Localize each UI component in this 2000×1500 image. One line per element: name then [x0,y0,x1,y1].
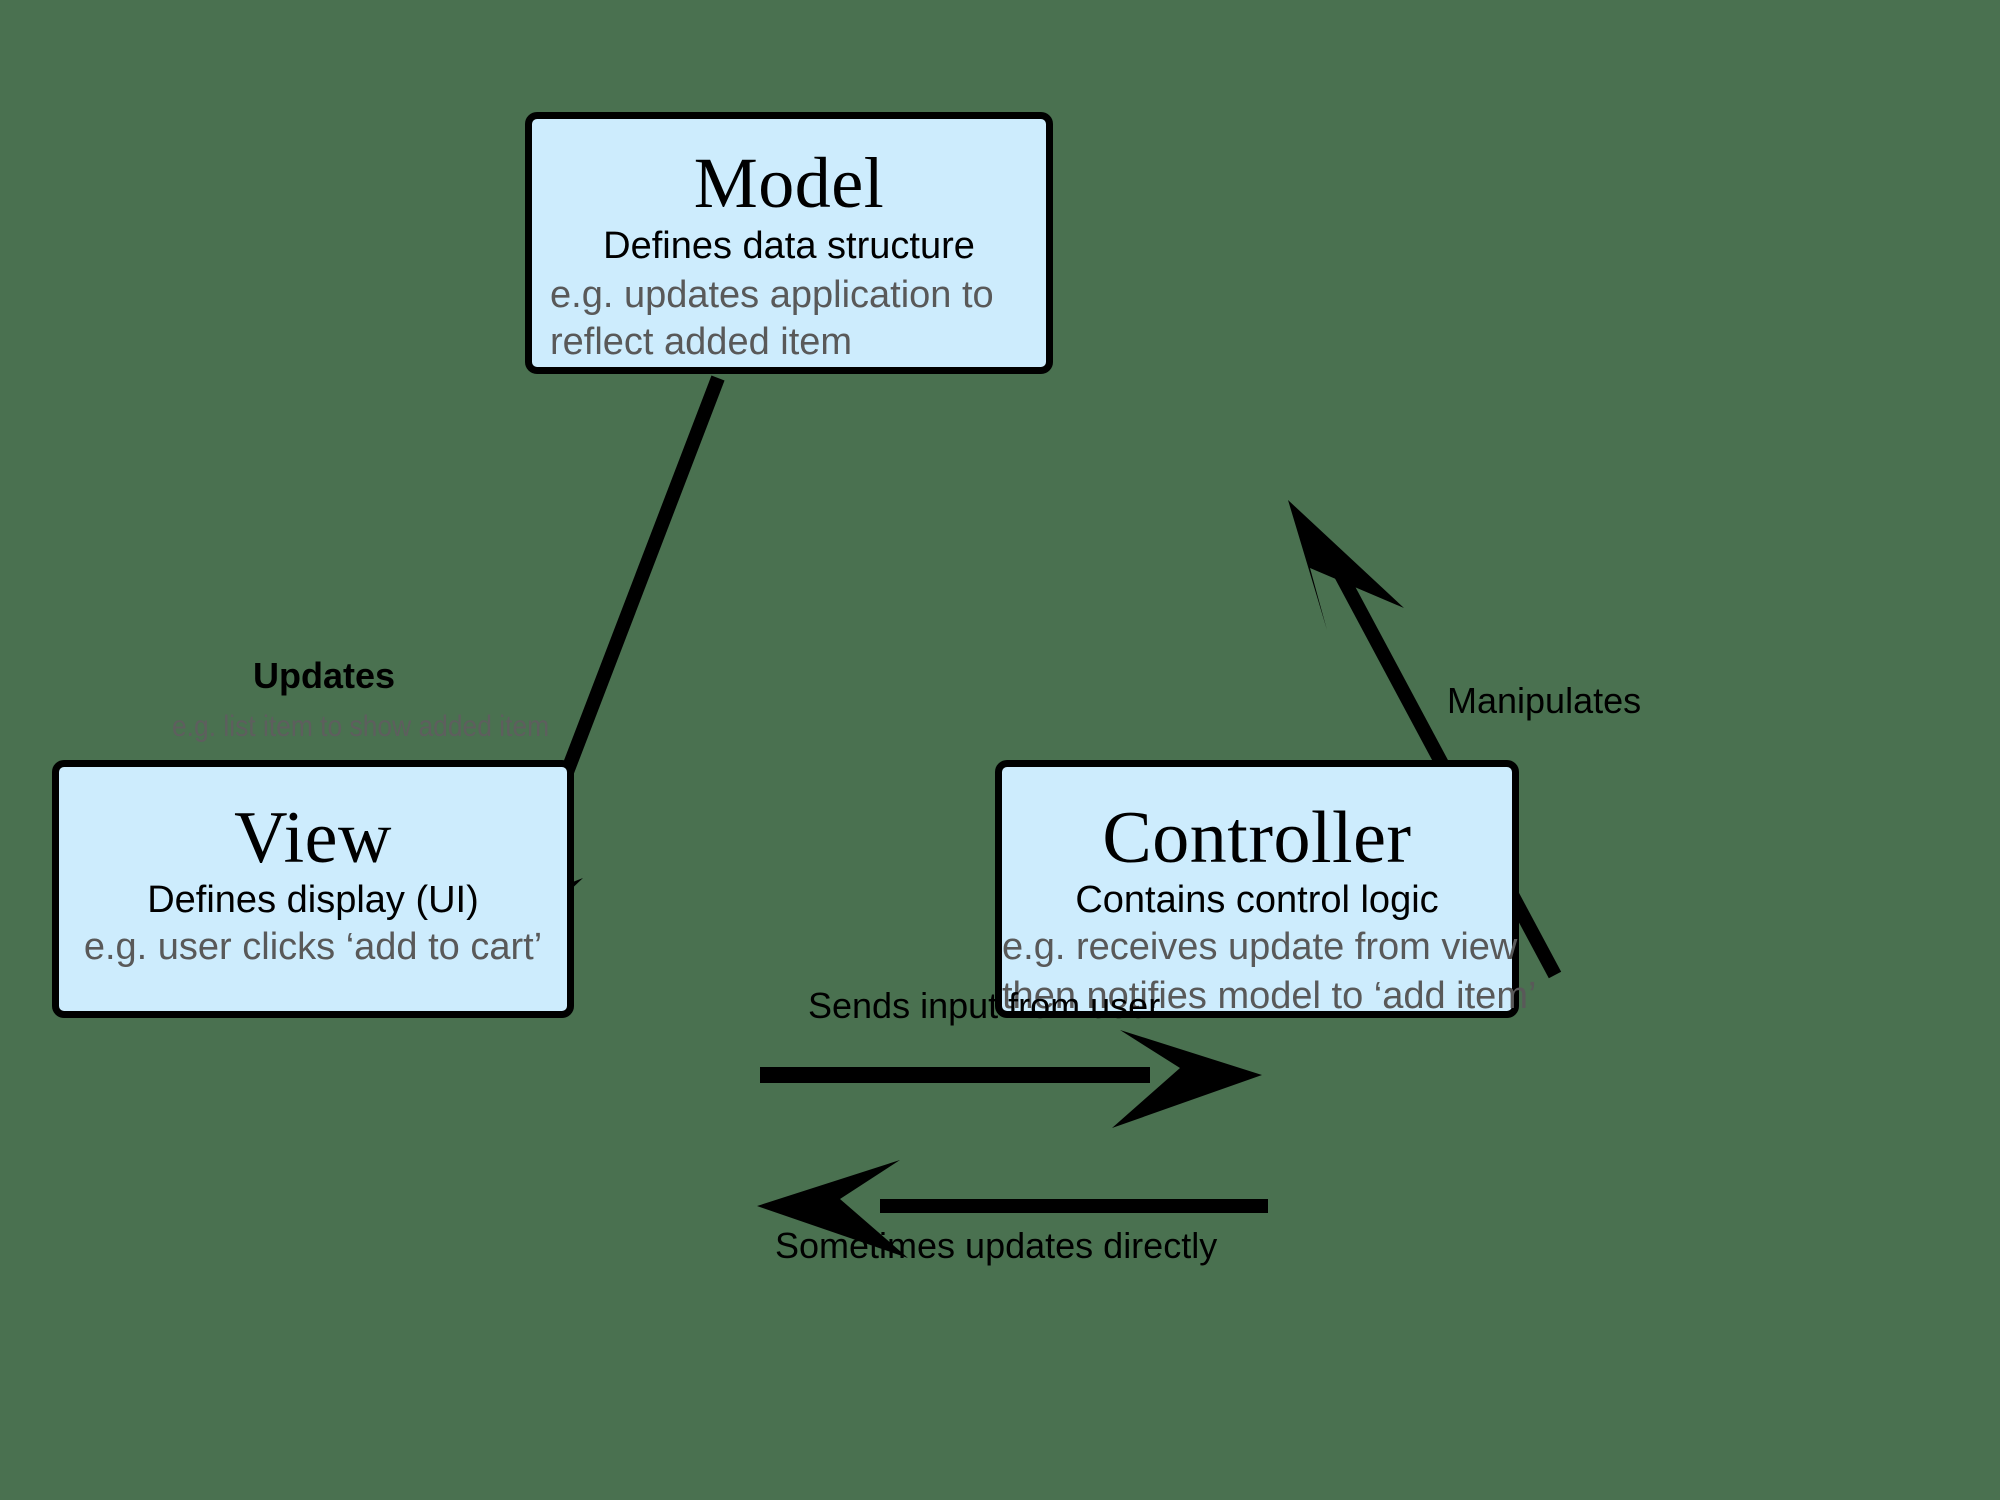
edge-label-sometimes-updates-directly: Sometimes updates directly [775,1225,1218,1266]
node-controller[interactable]: Controller Contains control logic e.g. r… [995,760,1537,1018]
edge-sublabel-updates: e.g. list item to show added item [172,710,550,743]
node-controller-example-line1: e.g. receives update from view [1002,925,1518,968]
node-controller-subtitle: Contains control logic [1075,879,1439,921]
node-view[interactable]: View Defines display (UI) e.g. user clic… [52,760,574,1018]
node-model-subtitle: Defines data structure [603,225,975,267]
edge-label-sends-input-from-user: Sends input from user [808,985,1161,1026]
edge-label-manipulates: Manipulates [1447,680,1642,721]
node-view-subtitle: Defines display (UI) [147,879,479,921]
node-view-title: View [234,797,392,879]
node-model-example: e.g. updates application to reflect adde… [550,273,994,364]
node-controller-title: Controller [1102,797,1412,879]
edge-view-to-controller [760,1030,1262,1128]
edge-label-updates: Updates [253,655,396,696]
node-model[interactable]: Model Defines data structure e.g. update… [525,112,1053,374]
node-model-title: Model [693,143,885,223]
node-controller-example-line2: then notifies model to ‘add item’ [1002,975,1537,1018]
node-view-example: e.g. user clicks ‘add to cart’ [83,925,543,968]
